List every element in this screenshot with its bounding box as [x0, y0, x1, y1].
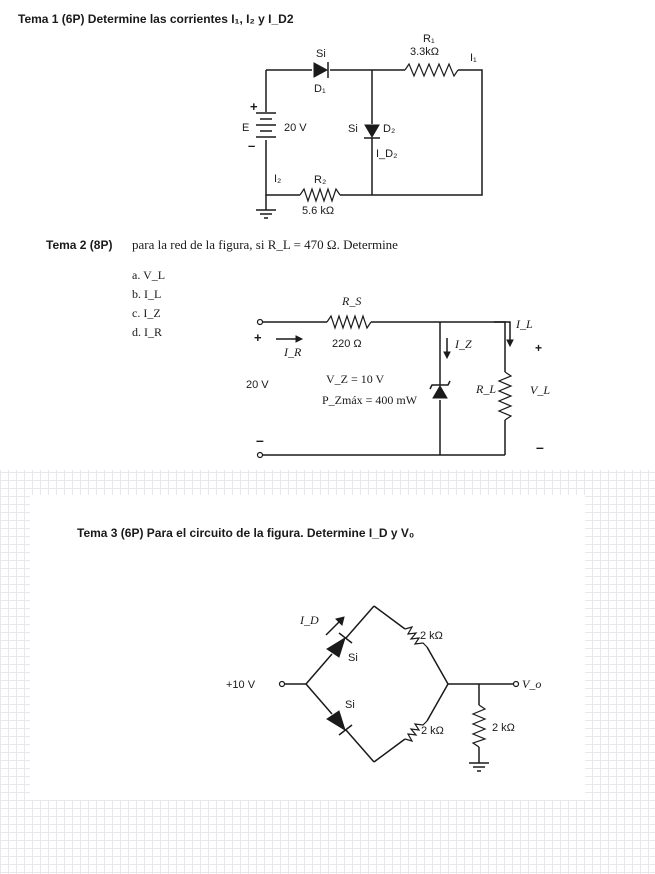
- ir-label: I_R: [283, 345, 302, 359]
- tema3-circuit: I_D Si Si 2 kΩ 2 kΩ 2 kΩ +10 V V_o: [226, 605, 541, 772]
- problem-sheet-bottom: Tema 3 (6P) Para el circuito de la figur…: [30, 495, 585, 800]
- resistor-rs: [326, 314, 372, 330]
- resistor-top: [404, 626, 428, 648]
- r-top-label: 2 kΩ: [420, 630, 443, 642]
- resistor-r1: [404, 62, 459, 78]
- i1-label: I₁: [470, 52, 477, 64]
- source-plus-label: +: [250, 99, 258, 114]
- id-label: I_D: [299, 613, 319, 627]
- iz-label: I_Z: [454, 337, 472, 351]
- source-value-label: 20 V: [246, 379, 269, 391]
- tema2-circuit: R_S 220 Ω + – 20 V I_R V_Z = 10 V P_Zmáx…: [246, 294, 550, 459]
- il-arrow: [494, 321, 514, 348]
- vz-label: V_Z = 10 V: [326, 372, 385, 386]
- plus-label: +: [254, 330, 262, 345]
- vl-label: V_L: [530, 383, 550, 397]
- rl-label: R_L: [475, 382, 496, 396]
- tema1-title: Tema 1 (6P) Determine las corrientes I₁,…: [18, 12, 294, 26]
- resistor-load: [471, 704, 487, 748]
- diode-d1: [313, 62, 329, 78]
- ground-icon: [256, 209, 276, 219]
- minus-label: –: [256, 432, 264, 448]
- i2-label: I₂: [274, 173, 281, 185]
- tema2-title: Tema 2 (8P): [46, 238, 113, 252]
- tema2-item-c: c. I_Z: [132, 306, 161, 320]
- rs-name-label: R_S: [341, 294, 361, 308]
- tema2-prompt: para la red de la figura, si R_L = 470 Ω…: [132, 237, 398, 252]
- r2-value-label: 5.6 kΩ: [302, 205, 334, 217]
- terminal-top: [256, 318, 264, 326]
- source-minus-label: –: [248, 138, 255, 153]
- r1-name-label: R₁: [423, 33, 435, 45]
- resistor-rl: [497, 371, 513, 421]
- si-top-label: Si: [348, 652, 358, 664]
- resistor-bottom: [404, 720, 428, 742]
- resistor-r2: [299, 187, 341, 203]
- d1-material-label: Si: [316, 48, 326, 60]
- rs-value-label: 220 Ω: [332, 338, 362, 350]
- source-label: +10 V: [226, 679, 256, 691]
- il-label: I_L: [515, 317, 533, 331]
- vl-plus-label: +: [535, 341, 542, 355]
- d2-name-label: D₂: [383, 123, 395, 135]
- source-name-label: E: [242, 122, 249, 134]
- zener-diode: [429, 380, 451, 399]
- source-terminal: [278, 680, 286, 688]
- tema1-circuit: Si D₁ R₁ 3.3kΩ I₁ + – E 20 V Si D₂ I_D₂ …: [242, 33, 483, 219]
- pz-label: P_Zmáx = 400 mW: [322, 393, 418, 407]
- r1-value-label: 3.3kΩ: [410, 46, 439, 58]
- problem-sheet-top: Tema 1 (6P) Determine las corrientes I₁,…: [18, 12, 551, 459]
- diode-bottom: [326, 710, 353, 736]
- r-bottom-label: 2 kΩ: [421, 725, 444, 737]
- id-arrow: [325, 616, 345, 636]
- tema3-title: Tema 3 (6P) Para el circuito de la figur…: [77, 526, 415, 540]
- diode-d2: [364, 124, 380, 139]
- ground-icon: [469, 762, 489, 772]
- r-load-label: 2 kΩ: [492, 722, 515, 734]
- r2-name-label: R₂: [314, 174, 326, 186]
- iz-arrow: [443, 338, 451, 360]
- tema1-wires: [265, 69, 483, 210]
- terminal-bottom: [256, 451, 264, 459]
- tema2-item-d: d. I_R: [132, 325, 162, 339]
- vl-minus-label: –: [536, 439, 544, 455]
- id2-label: I_D₂: [376, 148, 397, 160]
- battery-e: [256, 112, 276, 138]
- d1-name-label: D₁: [314, 83, 326, 95]
- source-value-label: 20 V: [284, 122, 307, 134]
- ir-arrow: [276, 335, 304, 343]
- tema2-item-a: a. V_L: [132, 268, 166, 282]
- vo-label: V_o: [522, 677, 541, 691]
- d2-material-label: Si: [348, 123, 358, 135]
- tema3-wires: [284, 605, 513, 763]
- si-bottom-label: Si: [345, 699, 355, 711]
- diode-top: [326, 632, 353, 658]
- tema2-item-b: b. I_L: [132, 287, 162, 301]
- output-terminal: [512, 680, 520, 688]
